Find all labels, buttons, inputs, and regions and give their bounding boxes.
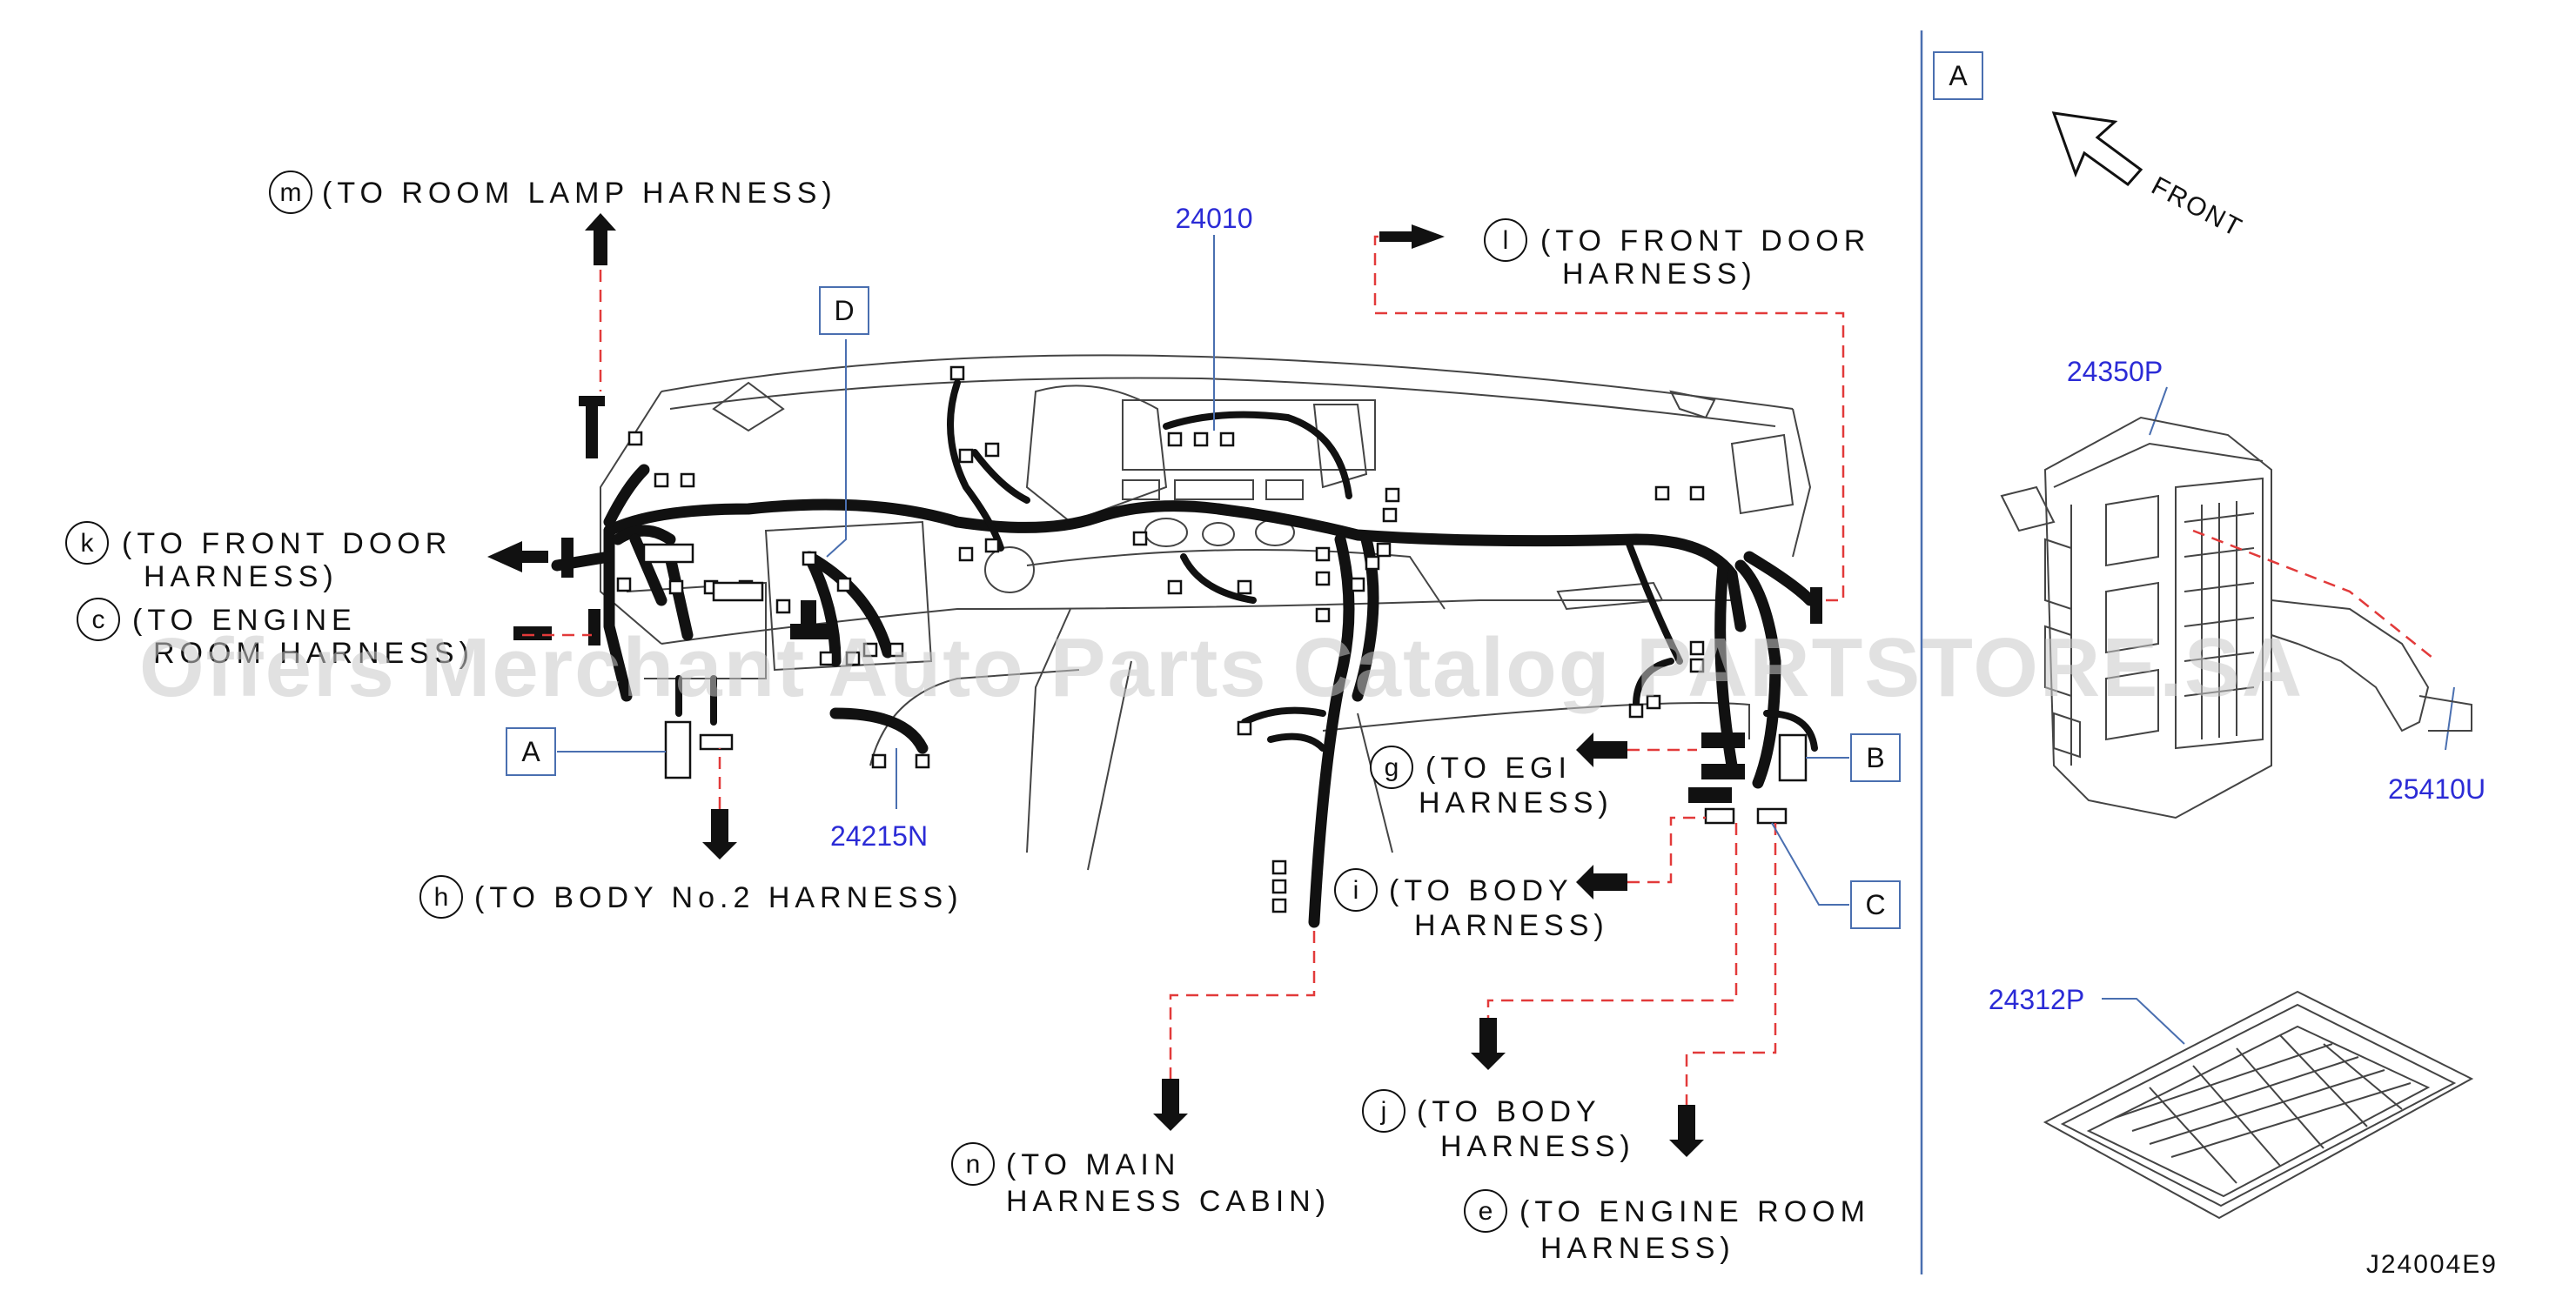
fuse-label-sheet <box>2043 990 2474 1220</box>
callout-e-label-line1: (TO ENGINE ROOM <box>1519 1195 1870 1228</box>
detail-view-boxes: A D A B C <box>506 51 1983 929</box>
part-number-main-harness: 24010 <box>1176 203 1253 234</box>
detail-b-label: B <box>1866 742 1884 773</box>
callout-k-letter: k <box>81 529 95 558</box>
part-number-junction-block: 24350P <box>2067 356 2163 387</box>
detail-c-label: C <box>1865 889 1885 920</box>
callout-h-letter: h <box>434 883 449 912</box>
callout-m-letter: m <box>280 178 302 207</box>
part-numbers: 24010 24215N 24350P 24312P 25410U <box>830 203 2485 1015</box>
callout-l-letter: l <box>1503 226 1509 255</box>
part-number-sub-harness: 24215N <box>830 820 928 852</box>
callout-j-letter: j <box>1380 1097 1387 1126</box>
callout-j-label-line1: (TO BODY <box>1417 1095 1601 1128</box>
callout-k-label-line2: HARNESS) <box>144 560 339 593</box>
callout-e-label-line2: HARNESS) <box>1540 1232 1735 1265</box>
callout-i-label-line2: HARNESS) <box>1414 909 1609 942</box>
callout-i-label-line1: (TO BODY <box>1389 874 1573 907</box>
callout-h-label: (TO BODY No.2 HARNESS) <box>474 881 963 914</box>
part-number-fuse-label: 24312P <box>1989 984 2084 1015</box>
callout-c-label-line1: (TO ENGINE <box>132 604 357 637</box>
callout-l-label-line1: (TO FRONT DOOR <box>1540 224 1870 258</box>
front-direction-indicator: FRONT <box>2051 111 2248 243</box>
part-number-relay: 25410U <box>2388 773 2485 805</box>
inset-box-label: A <box>1949 60 1968 91</box>
callout-i-letter: i <box>1353 876 1359 905</box>
callout-n-label-line1: (TO MAIN <box>1006 1148 1180 1181</box>
diagram-code: J24004E9 <box>2366 1250 2498 1279</box>
connection-callouts: m (TO ROOM LAMP HARNESS) l (TO FRONT DOO… <box>65 171 1870 1265</box>
routing-lines <box>522 235 1845 1105</box>
main-harness-bundle <box>551 379 1818 928</box>
dashboard-outline <box>600 354 1812 871</box>
callout-g-label-line2: HARNESS) <box>1419 786 1613 819</box>
direction-arrows <box>487 213 1822 1157</box>
junction-block-illustration <box>2000 416 2472 819</box>
callout-l-label-line2: HARNESS) <box>1562 258 1757 291</box>
leader-lines <box>557 235 2455 1045</box>
callout-j-label-line2: HARNESS) <box>1440 1130 1635 1163</box>
callout-n-label-line2: HARNESS CABIN) <box>1006 1185 1331 1218</box>
callout-e-letter: e <box>1479 1197 1493 1226</box>
watermark-text: Offers Merchant Auto Parts Catalog PARTS… <box>139 621 2304 714</box>
detail-d-label: D <box>834 295 854 326</box>
callout-k-label-line1: (TO FRONT DOOR <box>122 527 452 560</box>
callout-g-label-line1: (TO EGI <box>1426 752 1572 785</box>
callout-m-label: (TO ROOM LAMP HARNESS) <box>322 177 837 210</box>
front-label: FRONT <box>2147 171 2248 243</box>
connectors <box>616 365 1808 913</box>
detail-a-label: A <box>521 736 540 767</box>
callout-c-label-line2: ROOM HARNESS) <box>153 637 474 670</box>
callout-g-letter: g <box>1385 753 1399 782</box>
callout-n-letter: n <box>966 1150 981 1179</box>
callout-c-letter: c <box>92 605 105 634</box>
